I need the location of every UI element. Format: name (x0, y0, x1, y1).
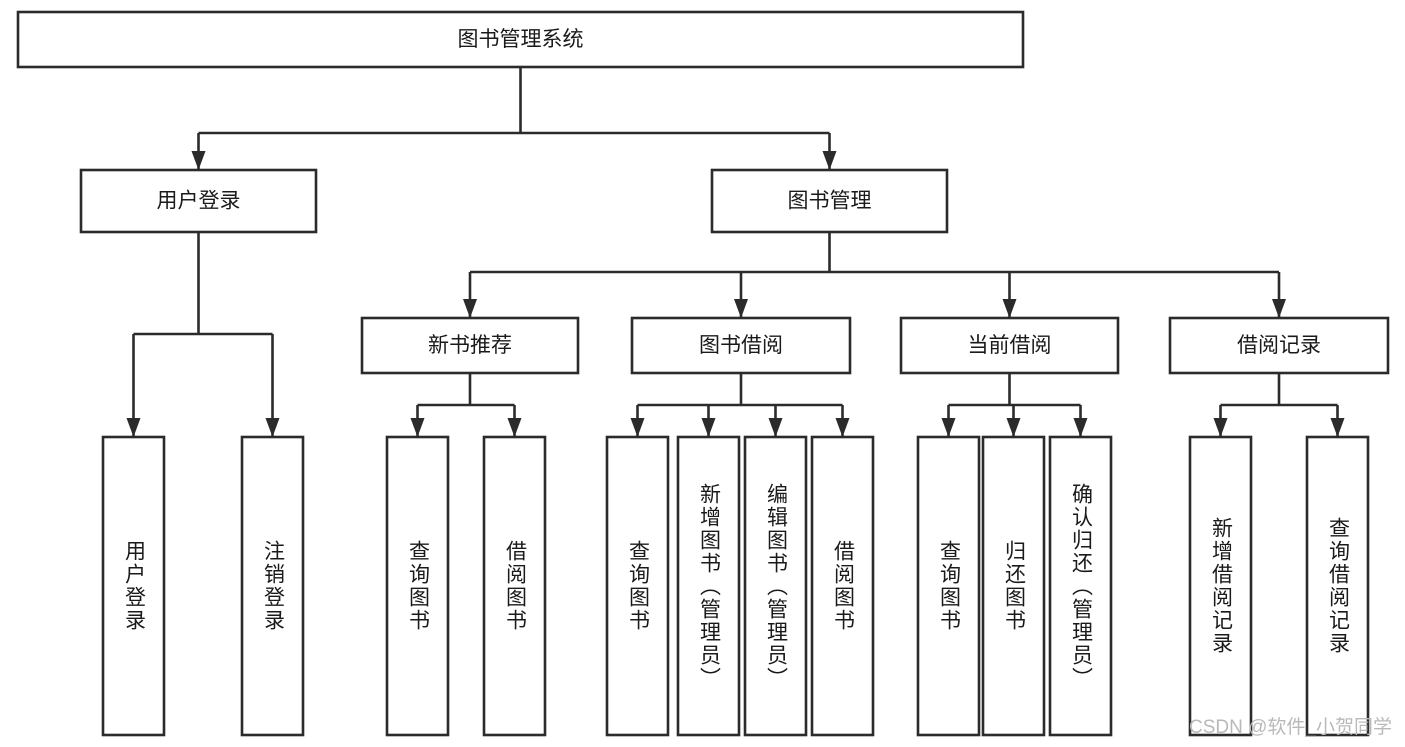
node-box-l-cu-query[interactable] (916, 435, 981, 737)
node-box-n-current[interactable] (899, 316, 1120, 375)
arrow-head-icon (768, 418, 783, 437)
connector-layer (126, 67, 1345, 437)
node-label-n-current: 当前借阅 (968, 334, 1052, 357)
arrow-head-icon (1002, 299, 1017, 318)
arrow-head-icon (1006, 418, 1021, 437)
node-label-n-bookmgmt: 图书管理 (788, 190, 872, 213)
node-label-root: 图书管理系统 (458, 28, 584, 51)
node-box-n-bookmgmt[interactable] (710, 168, 949, 234)
arrow-head-icon (463, 299, 477, 318)
arrow-head-icon (835, 418, 850, 437)
arrow-head-icon (1330, 418, 1345, 437)
arrow-head-icon (1272, 299, 1286, 318)
arrow-head-icon (941, 418, 956, 437)
node-box-n-borrow[interactable] (630, 316, 852, 375)
node-label-n-borrow: 图书借阅 (699, 334, 783, 357)
node-label-n-newbook: 新书推荐 (428, 334, 512, 357)
arrow-head-icon (126, 418, 141, 437)
arrow-head-icon (1073, 418, 1088, 437)
node-box-l-user-logout[interactable] (240, 435, 305, 737)
node-box-l-new-query[interactable] (385, 435, 450, 737)
arrow-head-icon (734, 299, 748, 318)
node-box-l-bo-edit[interactable] (743, 435, 808, 737)
node-box-n-login[interactable] (79, 168, 318, 234)
arrow-head-icon (507, 418, 522, 437)
arrow-head-icon (1213, 418, 1228, 437)
node-box-l-new-borrow[interactable] (482, 435, 547, 737)
arrow-head-icon (822, 151, 837, 170)
node-box-l-bo-query[interactable] (605, 435, 670, 737)
node-box-l-cu-return[interactable] (981, 435, 1046, 737)
node-box-n-record[interactable] (1168, 316, 1390, 375)
node-box-layer (16, 10, 1390, 737)
node-box-l-re-query[interactable] (1305, 435, 1370, 737)
node-box-l-cu-confirm[interactable] (1048, 435, 1113, 737)
node-box-l-re-add[interactable] (1188, 435, 1253, 737)
arrow-head-icon (410, 418, 425, 437)
node-box-root[interactable] (16, 10, 1025, 69)
arrow-head-icon (265, 418, 280, 437)
node-box-l-user-login[interactable] (101, 435, 166, 737)
node-box-n-newbook[interactable] (360, 316, 580, 375)
arrow-head-icon (191, 151, 206, 170)
watermark-text: CSDN @软件_小贺同学 (1189, 717, 1392, 738)
node-label-n-record: 借阅记录 (1237, 334, 1321, 357)
arrow-head-icon (701, 418, 716, 437)
node-box-l-bo-add[interactable] (676, 435, 741, 737)
node-box-l-bo-lend[interactable] (810, 435, 875, 737)
node-label-n-login: 用户登录 (157, 190, 241, 213)
arrow-head-icon (630, 418, 645, 437)
